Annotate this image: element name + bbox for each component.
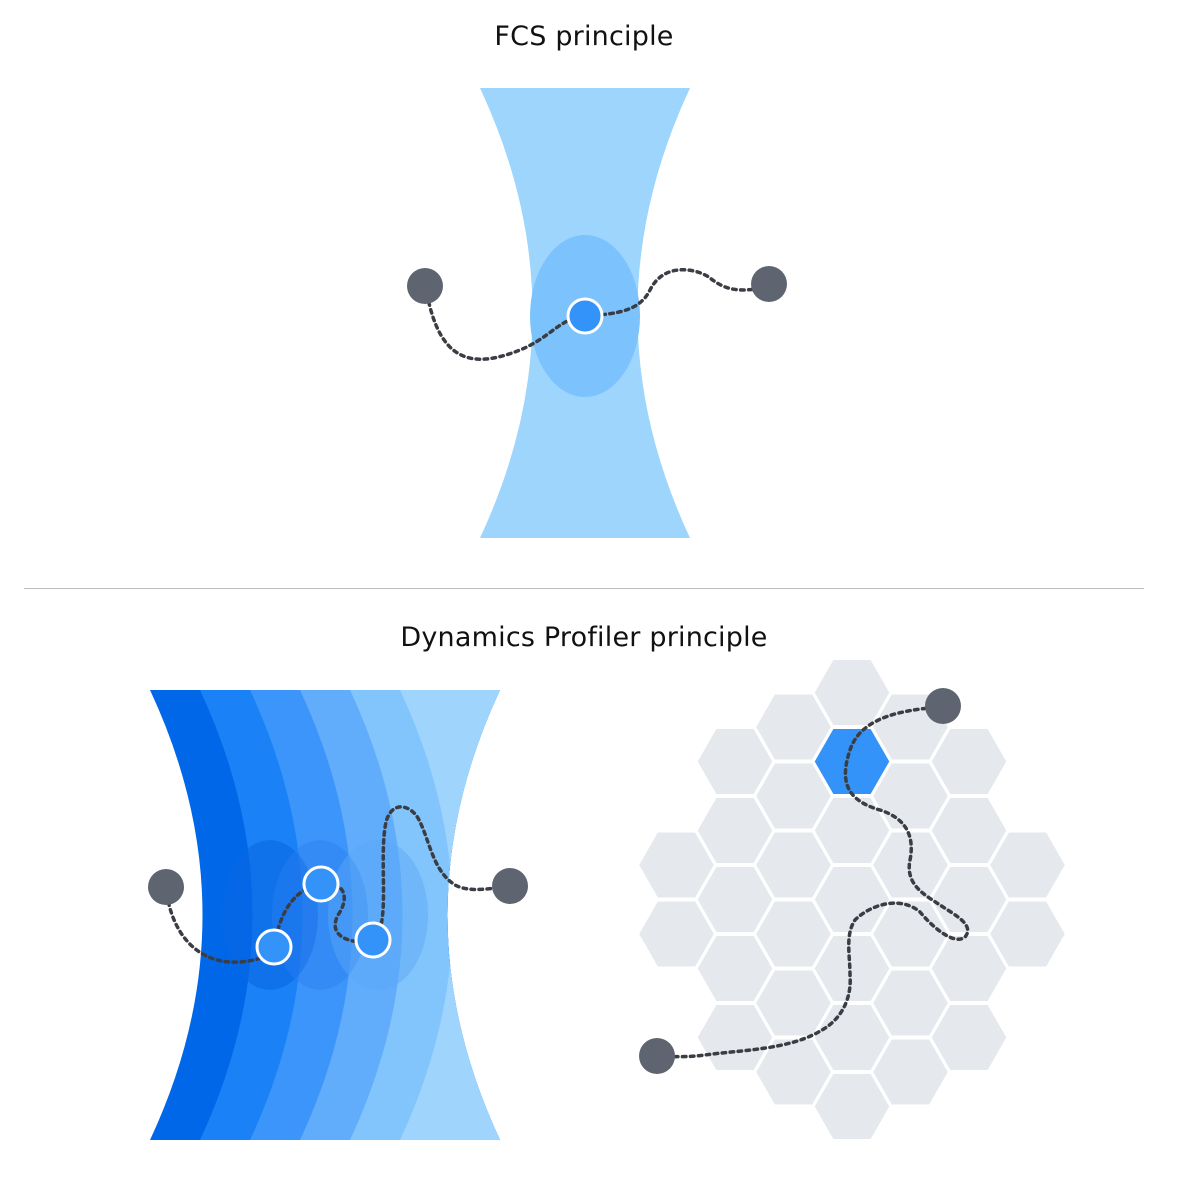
- dp-detected-particle-1: [255, 928, 293, 966]
- dp-hex-trajectory-1: [658, 705, 970, 1059]
- fcs-diagram: [407, 88, 787, 538]
- dp-hex-trajectories: [639, 688, 970, 1074]
- fcs-detected-particle: [566, 297, 604, 335]
- dp-end-particle: [492, 868, 528, 904]
- dp-hex-particle-left: [639, 1038, 675, 1074]
- dynamics-profiler-title: Dynamics Profiler principle: [400, 622, 768, 653]
- dp-trajectory: [165, 805, 510, 964]
- dp-detected-particle-3: [354, 921, 392, 959]
- dp-start-particle: [148, 869, 184, 905]
- dp-focal-volume-3: [328, 840, 428, 990]
- dp-focal-volume-1: [222, 840, 318, 990]
- dp-detected-particle-2: [302, 865, 340, 903]
- dp-hex-particle-top: [925, 688, 961, 724]
- dp-focal-volume-2: [272, 840, 368, 990]
- dp-hexagon-detector-grid: [635, 657, 1069, 1142]
- hex-cell: [928, 1002, 1010, 1073]
- hex-cell: [986, 898, 1069, 970]
- fcs-start-particle: [407, 268, 443, 304]
- dp-beams-diagram: [148, 690, 528, 1140]
- fcs-end-particle: [751, 266, 787, 302]
- fcs-trajectory: [425, 268, 770, 361]
- section-divider: [24, 588, 1144, 589]
- dp-beam-6: [400, 690, 500, 1140]
- fcs-title: FCS principle: [494, 21, 674, 52]
- dp-laser-beams: [150, 690, 500, 1140]
